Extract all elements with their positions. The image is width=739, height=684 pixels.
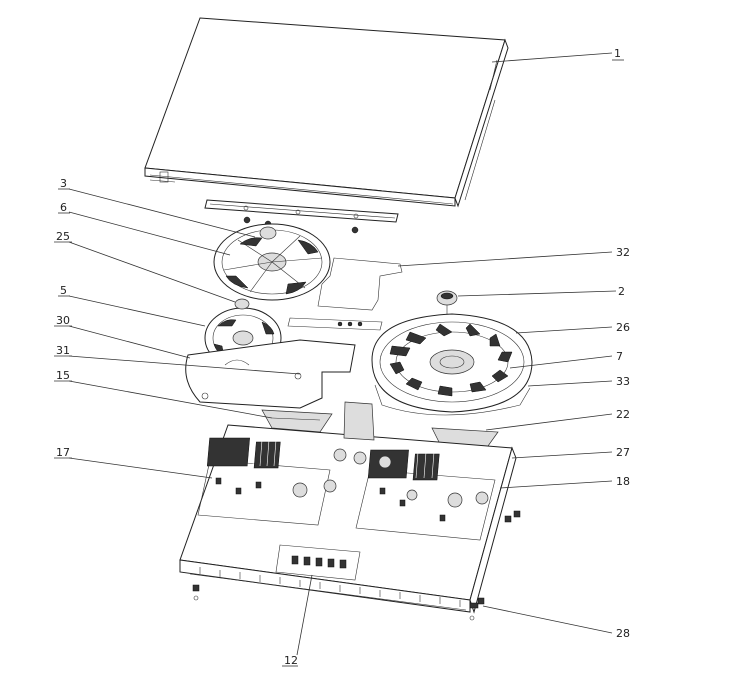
label-1: 1	[614, 47, 621, 60]
base-chassis	[179, 401, 521, 621]
label-18: 18	[616, 475, 630, 488]
right-induction-coil	[371, 313, 533, 416]
glass-top-plate	[144, 17, 509, 208]
label-32: 32	[616, 246, 630, 259]
label-30: 30	[56, 314, 70, 327]
part-labels: 1 2 3 6 25 5 30 31 15 17 32 26 7 33 22 2…	[54, 47, 630, 667]
knob	[436, 290, 458, 322]
label-15: 15	[56, 369, 70, 382]
label-31: 31	[56, 344, 70, 357]
leader-lines	[68, 52, 617, 656]
shield-plate	[317, 257, 403, 311]
label-6: 6	[60, 201, 67, 214]
label-26: 26	[616, 321, 630, 334]
label-2: 2	[618, 285, 625, 298]
label-33: 33	[616, 375, 630, 388]
left-coil-plate	[185, 339, 356, 409]
label-27: 27	[616, 446, 630, 459]
label-28: 28	[616, 627, 630, 640]
connector-strip	[287, 317, 383, 331]
label-17: 17	[56, 446, 70, 459]
label-3: 3	[60, 177, 67, 190]
label-7: 7	[616, 350, 623, 363]
label-12: 12	[284, 654, 298, 667]
upper-left-fan	[213, 223, 331, 301]
label-25: 25	[56, 230, 70, 243]
label-5: 5	[60, 284, 67, 297]
label-22: 22	[616, 408, 630, 421]
support-bracket	[204, 199, 399, 223]
